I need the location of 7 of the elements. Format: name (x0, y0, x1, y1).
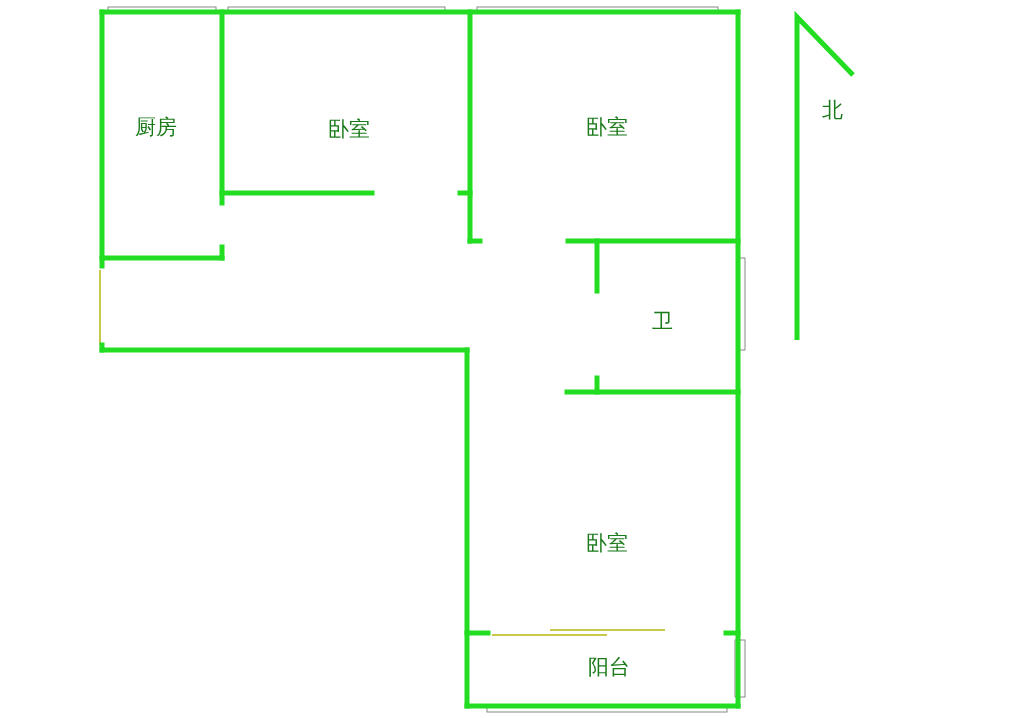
room-label: 卫 (651, 308, 673, 335)
compass-label: 北 (821, 97, 843, 124)
room-label: 阳台 (588, 654, 630, 681)
room-label: 卧室 (328, 116, 370, 143)
room-label: 卧室 (586, 114, 628, 141)
room-label: 卧室 (586, 530, 628, 557)
room-label: 厨房 (135, 114, 177, 141)
